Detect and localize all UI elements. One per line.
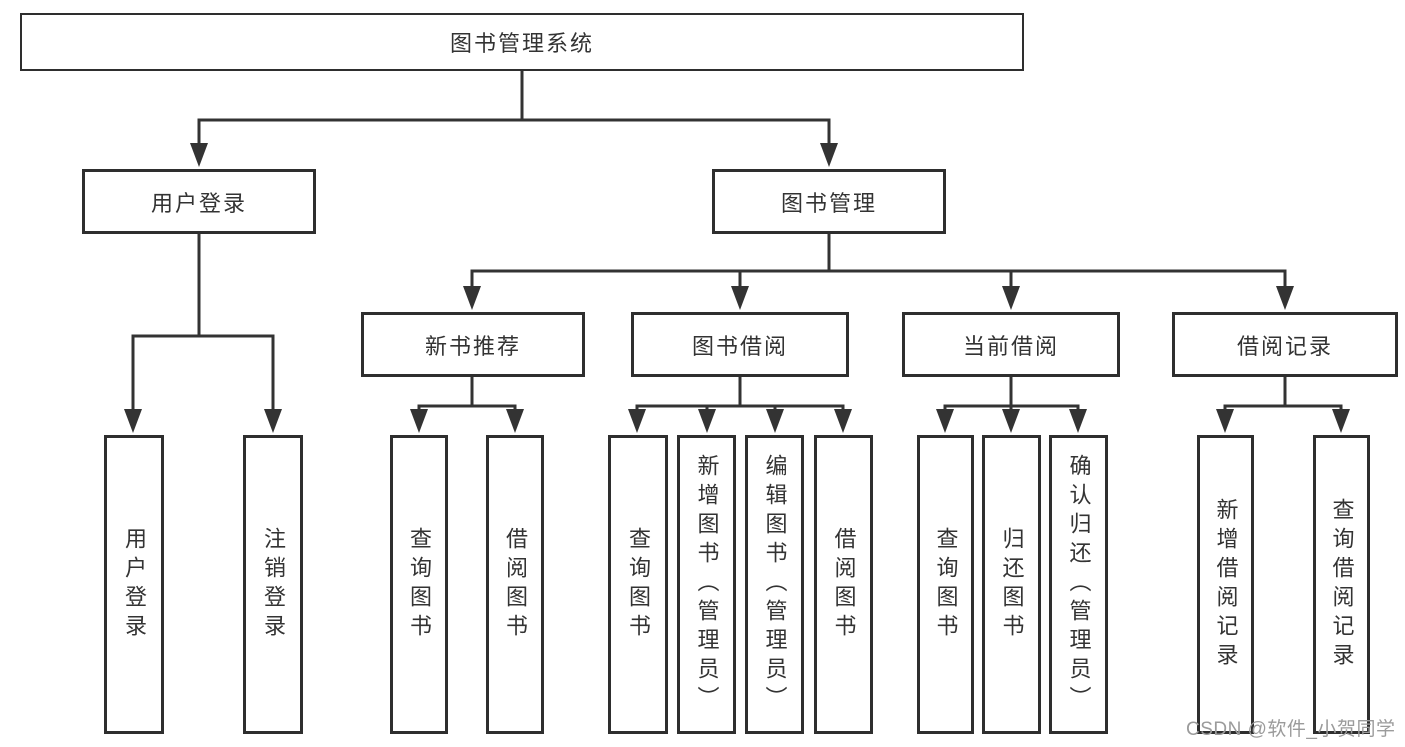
node-label: 查询借阅记录 <box>1329 497 1355 672</box>
leaf-borrowing-query-books: 查询图书 <box>608 435 668 734</box>
node-user-login: 用户登录 <box>82 169 316 234</box>
leaf-edit-books-admin: 编辑图书（管理员） <box>745 435 804 734</box>
node-book-management: 图书管理 <box>712 169 946 234</box>
node-label: 归还图书 <box>999 526 1025 643</box>
node-borrowing-records: 借阅记录 <box>1172 312 1398 377</box>
leaf-user-login: 用户登录 <box>104 435 164 734</box>
connector-new-book-recommend-children <box>410 376 524 433</box>
node-label: 借阅图书 <box>503 526 528 643</box>
node-label: 新书推荐 <box>424 333 521 359</box>
node-new-book-recommend: 新书推荐 <box>361 312 585 377</box>
leaf-logout: 注销登录 <box>243 435 303 734</box>
leaf-recommend-borrow-books: 借阅图书 <box>486 435 544 734</box>
connector-book-borrowing-children <box>628 376 852 433</box>
node-label: 图书借阅 <box>691 333 788 359</box>
leaf-confirm-return-admin: 确认归还（管理员） <box>1049 435 1108 734</box>
leaf-return-books: 归还图书 <box>982 435 1041 734</box>
leaf-recommend-query-books: 查询图书 <box>390 435 448 734</box>
node-label: 用户登录 <box>150 190 247 216</box>
connector-root-to-level1 <box>190 70 838 167</box>
leaf-add-borrow-record: 新增借阅记录 <box>1197 435 1254 734</box>
node-current-borrowing: 当前借阅 <box>902 312 1120 377</box>
node-label: 确认归还（管理员） <box>1066 454 1092 715</box>
node-library-management-system: 图书管理系统 <box>20 13 1024 71</box>
node-label: 查询图书 <box>626 526 651 643</box>
node-label: 借阅记录 <box>1236 333 1333 359</box>
connector-borrowing-records-children <box>1216 376 1350 433</box>
connector-book-management-children <box>463 233 1294 310</box>
node-label: 查询图书 <box>407 526 432 643</box>
csdn-watermark: CSDN @软件_小贺同学 <box>1186 719 1396 740</box>
node-label: 查询图书 <box>933 526 959 643</box>
node-label: 新增借阅记录 <box>1213 497 1239 672</box>
leaf-add-books-admin: 新增图书（管理员） <box>677 435 736 734</box>
node-label: 注销登录 <box>261 526 286 643</box>
node-label: 图书管理 <box>780 190 877 216</box>
connector-user-login-children <box>124 233 282 433</box>
leaf-query-borrow-record: 查询借阅记录 <box>1313 435 1370 734</box>
connector-current-borrowing-children <box>936 376 1087 433</box>
leaf-current-query-books: 查询图书 <box>917 435 974 734</box>
node-label: 图书管理系统 <box>449 31 594 56</box>
node-label: 新增图书（管理员） <box>694 454 720 715</box>
leaf-borrowing-borrow-books: 借阅图书 <box>814 435 873 734</box>
node-label: 借阅图书 <box>831 526 857 643</box>
node-label: 用户登录 <box>122 526 147 643</box>
node-label: 当前借阅 <box>962 333 1059 359</box>
node-book-borrowing: 图书借阅 <box>631 312 849 377</box>
node-label: 编辑图书（管理员） <box>762 454 788 715</box>
